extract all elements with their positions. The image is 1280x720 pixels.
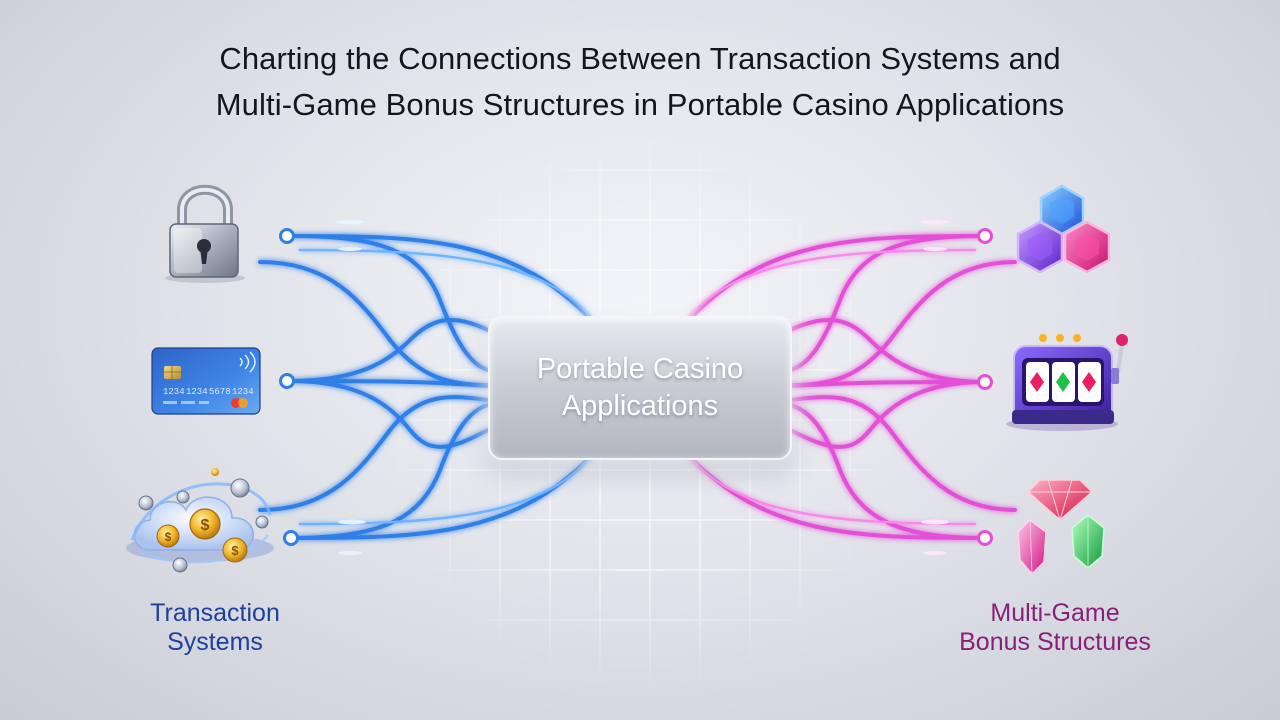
diagram-title: Charting the Connections Between Transac… <box>0 36 1280 128</box>
bonus-label-line-1: Multi-Game <box>990 599 1120 627</box>
transaction-line-sparkles <box>336 219 366 555</box>
node-gems <box>977 530 993 546</box>
gems-icon <box>1017 479 1105 576</box>
title-line-2: Multi-Game Bonus Structures in Portable … <box>215 87 1065 122</box>
slot-machine-icon <box>1006 334 1128 431</box>
credit-card-icon: 1234 1234 5678 1234 <box>151 347 261 415</box>
bonus-nodes <box>977 228 993 546</box>
hub-node: Portable Casino Applications <box>488 316 792 460</box>
card-number-group-3: 5678 <box>209 387 231 397</box>
title-line-1: Charting the Connections Between Transac… <box>219 41 1061 76</box>
node-credit-card <box>279 373 295 389</box>
svg-text:$: $ <box>165 530 172 544</box>
hub-label: Portable Casino Applications <box>536 353 744 422</box>
card-number-group-2: 1234 <box>186 387 208 397</box>
bonus-structures-label: Multi-Game Bonus Structures <box>930 599 1180 657</box>
transaction-label-line-1: Transaction <box>150 599 280 627</box>
padlock-icon <box>165 184 245 283</box>
card-number-group-4: 1234 <box>232 387 254 397</box>
transaction-label-line-2: Systems <box>167 628 263 656</box>
svg-text:$: $ <box>231 543 239 558</box>
hexagon-gems-icon <box>1016 184 1111 274</box>
svg-text:$: $ <box>201 517 210 534</box>
node-hexagon-gems <box>977 228 993 244</box>
transaction-systems-label: Transaction Systems <box>110 599 320 657</box>
bonus-line-sparkles <box>921 219 949 555</box>
node-padlock <box>279 228 295 244</box>
bonus-label-line-2: Bonus Structures <box>959 628 1151 656</box>
node-slot-machine <box>977 374 993 390</box>
bonus-connection-lines <box>678 234 1017 540</box>
transaction-nodes <box>279 228 299 546</box>
node-coins <box>283 530 299 546</box>
card-number-group-1: 1234 <box>163 387 185 397</box>
coins-cloud-icon: $ $ $ <box>126 468 274 573</box>
